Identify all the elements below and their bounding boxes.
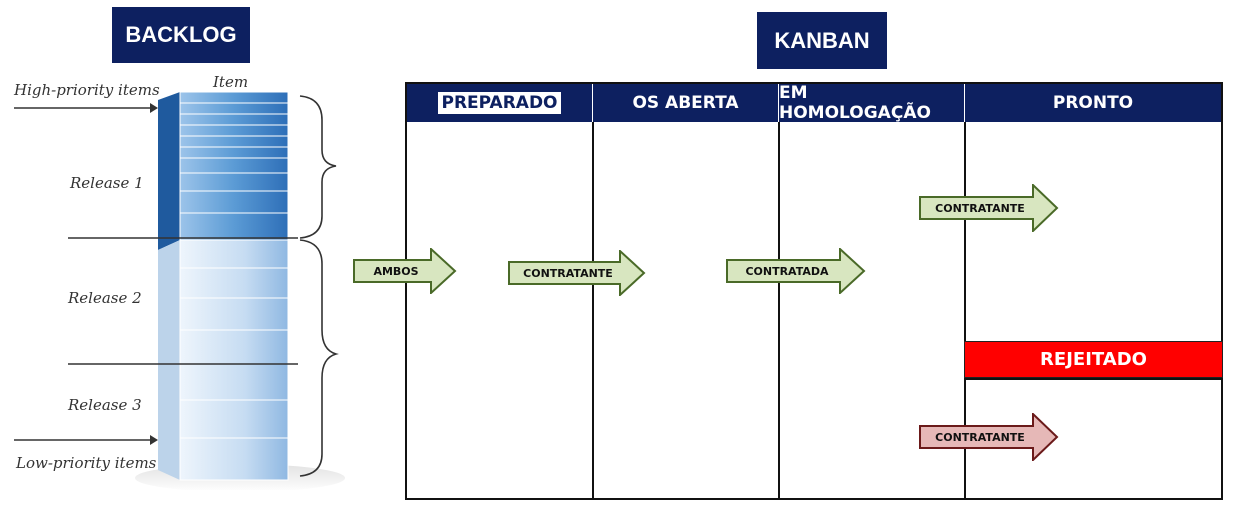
high-priority-label: High-priority items bbox=[13, 81, 160, 99]
arrow-contratada: CONTRATADA bbox=[726, 248, 866, 294]
arrow-contratante-os-aberta-label: CONTRATANTE bbox=[523, 266, 613, 280]
arrow-contratante-pronto: CONTRATANTE bbox=[919, 184, 1059, 232]
arrow-contratante-rejeitado: CONTRATANTE bbox=[919, 413, 1059, 461]
backlog-stack-diagram: Item High-priority items Release 1 Relea… bbox=[13, 73, 345, 490]
release-2-brace bbox=[299, 239, 339, 477]
arrow-ambos: AMBOS bbox=[353, 248, 457, 294]
kanban-board: PREPARADO OS ABERTA EM HOMOLOGAÇÃO PRONT… bbox=[405, 82, 1223, 500]
arrow-contratada-label: CONTRATADA bbox=[745, 264, 829, 278]
rejected-divider bbox=[964, 378, 1223, 380]
stack-side-lower bbox=[158, 240, 180, 480]
column-divider-3 bbox=[964, 122, 966, 498]
column-header-os-aberta: OS ABERTA bbox=[593, 84, 779, 122]
arrow-contratante-pronto-label: CONTRATANTE bbox=[935, 201, 1025, 215]
column-header-em-homologacao: EM HOMOLOGAÇÃO bbox=[779, 83, 965, 123]
low-priority-label: Low-priority items bbox=[15, 454, 157, 472]
rejected-banner: REJEITADO bbox=[964, 341, 1223, 378]
column-header-preparado: PREPARADO bbox=[407, 84, 593, 122]
arrow-contratante-os-aberta: CONTRATANTE bbox=[508, 250, 646, 296]
stack-side-upper bbox=[158, 92, 180, 250]
release-2-label: Release 2 bbox=[67, 289, 142, 307]
high-priority-arrow bbox=[150, 103, 158, 113]
column-divider-2 bbox=[778, 122, 780, 498]
column-divider-1 bbox=[592, 122, 594, 498]
arrow-contratante-rejeitado-label: CONTRATANTE bbox=[935, 430, 1025, 444]
release-1-label: Release 1 bbox=[69, 174, 144, 192]
column-header-pronto: PRONTO bbox=[965, 84, 1221, 122]
kanban-title: KANBAN bbox=[757, 12, 887, 69]
arrow-ambos-label: AMBOS bbox=[373, 264, 419, 278]
stack-lower-slabs bbox=[179, 239, 289, 481]
stack-upper-slabs bbox=[179, 91, 289, 241]
release-3-label: Release 3 bbox=[67, 396, 142, 414]
release-1-brace bbox=[299, 95, 337, 239]
low-priority-arrow bbox=[150, 435, 158, 445]
item-label: Item bbox=[212, 73, 248, 91]
column-label-preparado: PREPARADO bbox=[438, 92, 561, 114]
backlog-title: BACKLOG bbox=[112, 7, 250, 63]
